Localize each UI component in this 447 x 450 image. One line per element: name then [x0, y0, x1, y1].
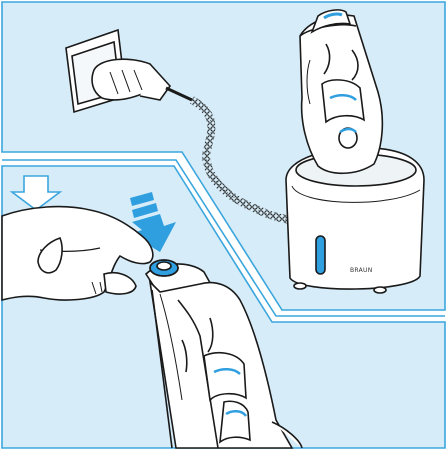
release-button-icon	[157, 262, 171, 270]
brand-logo: BRAUN	[350, 267, 373, 274]
